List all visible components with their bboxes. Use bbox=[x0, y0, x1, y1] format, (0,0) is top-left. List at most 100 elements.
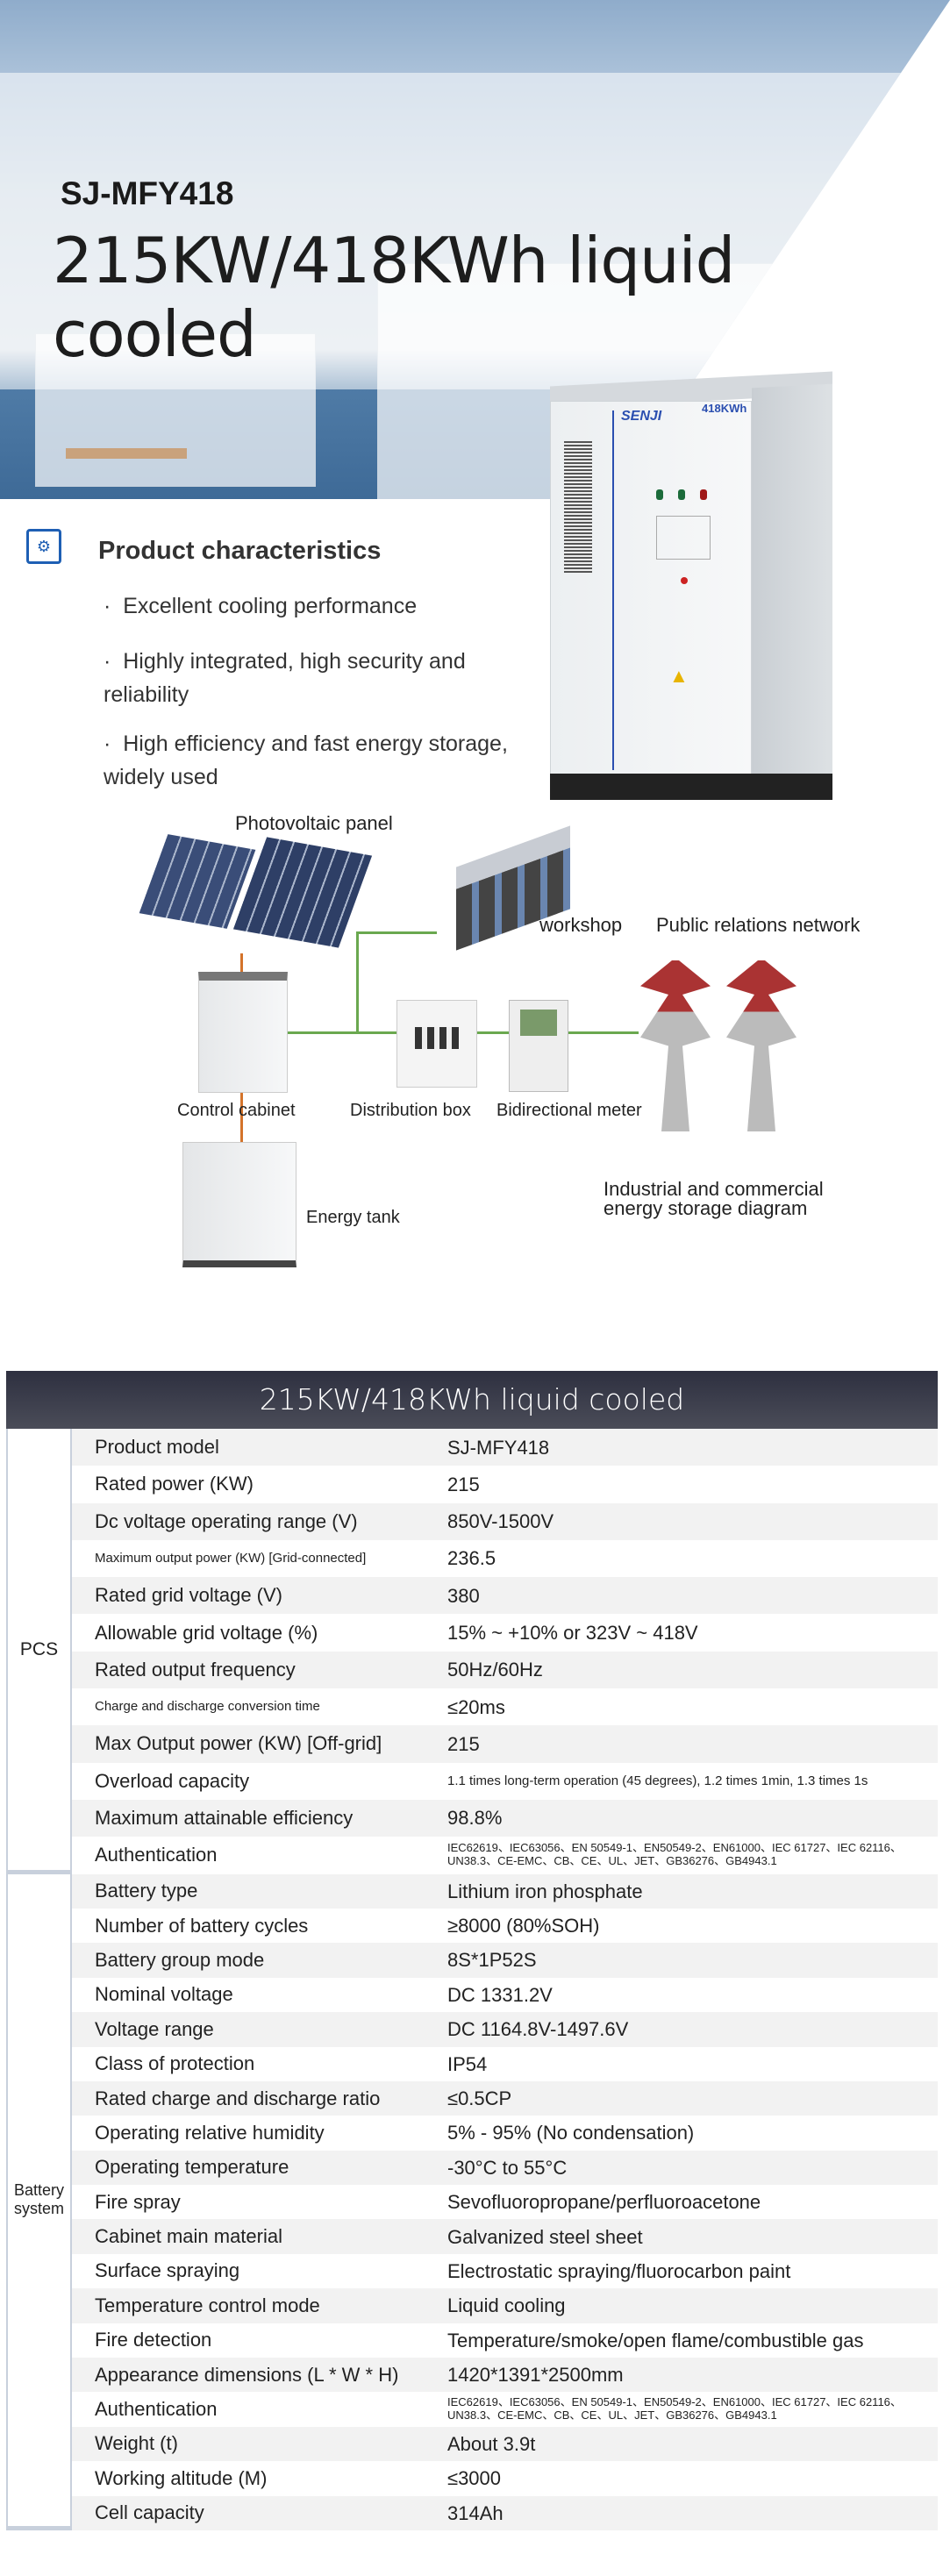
spec-value: 8S*1P52S bbox=[447, 1949, 537, 1972]
label-photovoltaic-panel: Photovoltaic panel bbox=[235, 812, 393, 834]
spec-label: Class of protection bbox=[95, 2052, 255, 2075]
spec-value: Lithium iron phosphate bbox=[447, 1880, 643, 1902]
spec-value: SJ-MFY418 bbox=[447, 1436, 550, 1459]
distribution-box-image bbox=[396, 1000, 477, 1088]
table-row: Operating temperature-30°C to 55°C bbox=[72, 2150, 938, 2186]
spec-label: Battery type bbox=[95, 1880, 198, 1902]
spec-label: Rated charge and discharge ratio bbox=[95, 2087, 381, 2109]
table-row: Rated grid voltage (V) 380 bbox=[72, 1577, 938, 1615]
meter-image bbox=[509, 1000, 568, 1092]
control-cabinet-image bbox=[198, 972, 288, 1093]
table-row: Operating relative humidity 5% - 95% (No … bbox=[72, 2116, 938, 2150]
spec-label: Maximum output power (KW) [Grid-connecte… bbox=[95, 1550, 367, 1566]
spec-label: Maximum attainable efficiency bbox=[95, 1807, 354, 1830]
spec-label: Nominal voltage bbox=[95, 1983, 233, 2006]
label-control-cabinet: Control cabinet bbox=[177, 1101, 296, 1120]
spec-label: Cabinet main material bbox=[95, 2225, 282, 2248]
spec-value: 850V-1500V bbox=[447, 1510, 554, 1533]
spec-value: 314Ah bbox=[447, 2501, 504, 2524]
table-row: Dc voltage operating range (V) 850V-1500V bbox=[72, 1502, 938, 1540]
spec-label: Authentication bbox=[95, 1844, 218, 1866]
table-row: Charge and discharge conversion time≤20m… bbox=[72, 1688, 938, 1725]
table-row: Maximum output power (KW) [Grid-connecte… bbox=[72, 1540, 938, 1577]
diagram-caption: Industrial and commercial energy storage… bbox=[604, 1178, 824, 1219]
table-row: Max Output power (KW) [Off-grid]215 bbox=[72, 1725, 938, 1763]
spec-value: Sevofluoropropane/perfluoroacetone bbox=[447, 2191, 761, 2214]
settings-window-icon: ⚙ bbox=[26, 529, 61, 564]
category-label: PCS bbox=[8, 1429, 72, 1874]
table-row: Voltage range DC 1164.8V-1497.6V bbox=[72, 2012, 938, 2047]
spec-label: Appearance dimensions (L * W * H) bbox=[95, 2363, 399, 2386]
spec-label: Max Output power (KW) [Off-grid] bbox=[95, 1732, 382, 1755]
spec-label: Operating relative humidity bbox=[95, 2121, 325, 2144]
table-row: Product model SJ-MFY418 bbox=[72, 1429, 938, 1466]
warning-icon: ▲ bbox=[669, 665, 689, 687]
category-label: Battery system bbox=[8, 1873, 72, 2530]
page-title: 215KW/418KWh liquid cooled bbox=[53, 224, 735, 371]
spec-label: Dc voltage operating range (V) bbox=[95, 1509, 358, 1532]
label-workshop: workshop bbox=[539, 914, 623, 936]
table-row: Cell capacity 314Ah bbox=[72, 2495, 938, 2530]
spec-value: Galvanized steel sheet bbox=[447, 2225, 643, 2248]
capacity-label: 418KWh bbox=[702, 402, 747, 415]
spec-label: Voltage range bbox=[95, 2017, 214, 2040]
energy-tank-image bbox=[182, 1142, 296, 1267]
table-row: Battery group mode 8S*1P52S bbox=[72, 1943, 938, 1978]
spec-value: About 3.9t bbox=[447, 2432, 536, 2455]
spec-value: ≤0.5CP bbox=[447, 2087, 512, 2109]
spec-label: Product model bbox=[95, 1436, 219, 1459]
table-row: Cabinet main material Galvanized steel sh… bbox=[72, 2219, 938, 2254]
spec-label: Rated output frequency bbox=[95, 1658, 296, 1680]
spec-label: Battery group mode bbox=[95, 1948, 265, 1971]
brand-logo: SENJI bbox=[621, 409, 662, 424]
table-row: Weight (t) About 3.9t bbox=[72, 2426, 938, 2462]
spec-label: Weight (t) bbox=[95, 2432, 178, 2455]
spec-value: 98.8% bbox=[447, 1807, 503, 1830]
spec-table: 215KW/418KWh liquid cooled PCS Product m… bbox=[6, 1371, 938, 2530]
table-row: Authentication IEC62619、IEC63056、EN 50549… bbox=[72, 1837, 938, 1873]
spec-label: Surface spraying bbox=[95, 2259, 240, 2282]
spec-label: Temperature control mode bbox=[95, 2294, 320, 2316]
table-row: Surface spraying Electrostatic spraying/f… bbox=[72, 2254, 938, 2288]
table-row: Working altitude (M)≤3000 bbox=[72, 2461, 938, 2495]
table-row: Battery type Lithium iron phosphate bbox=[72, 1873, 938, 1909]
label-distribution-box: Distribution box bbox=[350, 1101, 471, 1120]
spec-value: 1.1 times long-term operation (45 degree… bbox=[447, 1773, 868, 1789]
product-model: SJ-MFY418 bbox=[61, 175, 234, 211]
table-row: Class of protection IP54 bbox=[72, 2047, 938, 2081]
spec-value: ≥8000 (80%SOH) bbox=[447, 1915, 600, 1937]
spec-label: Cell capacity bbox=[95, 2501, 204, 2524]
table-row: Number of battery cycles≥8000 (80%SOH) bbox=[72, 1909, 938, 1943]
table-row: Rated power (KW) 215 bbox=[72, 1466, 938, 1502]
label-bidirectional-meter: Bidirectional meter bbox=[496, 1101, 642, 1120]
spec-value: ≤3000 bbox=[447, 2467, 502, 2490]
spec-value: 215 bbox=[447, 1473, 480, 1495]
section-battery: Battery system Battery type Lithium iron … bbox=[6, 1873, 938, 2530]
spec-value: 50Hz/60Hz bbox=[447, 1659, 543, 1681]
label-network: Public relations network bbox=[656, 914, 861, 936]
spec-value: -30°C to 55°C bbox=[447, 2156, 568, 2179]
spec-label: Allowable grid voltage (%) bbox=[95, 1621, 318, 1644]
transmission-tower-image bbox=[726, 960, 796, 1131]
spec-value: IP54 bbox=[447, 2052, 488, 2075]
spec-value: DC 1164.8V-1497.6V bbox=[447, 2018, 629, 2041]
table-row: Allowable grid voltage (%)15% ~ +10% or … bbox=[72, 1614, 938, 1651]
spec-label: Charge and discharge conversion time bbox=[95, 1698, 320, 1714]
transmission-tower-image bbox=[640, 960, 711, 1131]
table-row: Maximum attainable efficiency 98.8% bbox=[72, 1799, 938, 1837]
spec-value: Electrostatic spraying/fluorocarbon pain… bbox=[447, 2259, 791, 2282]
feature-bullet: · Highly integrated, high security and r… bbox=[104, 649, 466, 707]
spec-value: 380 bbox=[447, 1584, 480, 1607]
spec-value: 236.5 bbox=[447, 1547, 496, 1570]
spec-value: 5% - 95% (No condensation) bbox=[447, 2122, 695, 2144]
product-cabinet-image: SENJI 418KWh ▲ bbox=[550, 361, 832, 817]
spec-value: IEC62619、IEC63056、EN 50549-1、EN50549-2、E… bbox=[447, 1841, 902, 1868]
feature-bullet: · Excellent cooling performance bbox=[104, 594, 418, 618]
spec-label: Rated power (KW) bbox=[95, 1473, 254, 1495]
spec-value: 1420*1391*2500mm bbox=[447, 2364, 624, 2387]
spec-label: Rated grid voltage (V) bbox=[95, 1584, 282, 1607]
table-row: Appearance dimensions (L * W * H) 1420*13… bbox=[72, 2358, 938, 2393]
